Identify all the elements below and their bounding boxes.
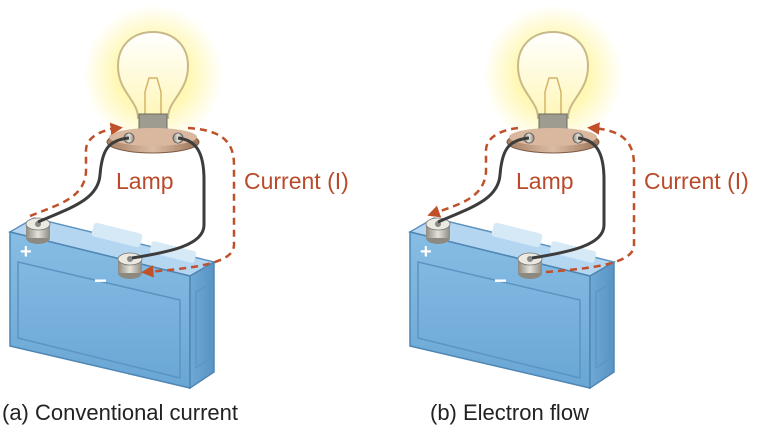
caption: (a) Conventional current [2,400,238,425]
positive-terminal [425,217,451,244]
negative-terminal [117,252,143,279]
caption: (b) Electron flow [430,400,589,425]
bulb-icon [516,30,590,119]
electron-arrow-left [427,126,519,218]
lamp-label: Lamp [516,168,574,194]
wire-left [437,136,530,224]
wire-right [131,136,206,260]
current-label: Current (I) [244,168,349,194]
current-arrow-right [141,126,236,278]
minus-sign: − [494,268,507,293]
lamp-label: Lamp [116,168,174,194]
lamp [483,5,623,154]
bulb-icon [116,30,190,119]
battery: + − [8,217,216,390]
minus-sign: − [94,268,107,293]
wire-right [531,136,606,260]
positive-terminal [25,217,51,244]
battery: + − [408,217,616,390]
current-label: Current (I) [644,168,749,194]
current-arrow-left [29,122,123,218]
panel-conventional-current: + − Lamp Current (I) (a) Convent [2,5,349,425]
electron-arrow-right [545,122,636,274]
plus-sign: + [420,241,432,263]
plus-sign: + [20,241,32,263]
wire-left [37,136,130,224]
lamp [83,5,223,154]
panel-electron-flow: + − Lamp Current (I) (b) Electron flow [408,5,749,425]
